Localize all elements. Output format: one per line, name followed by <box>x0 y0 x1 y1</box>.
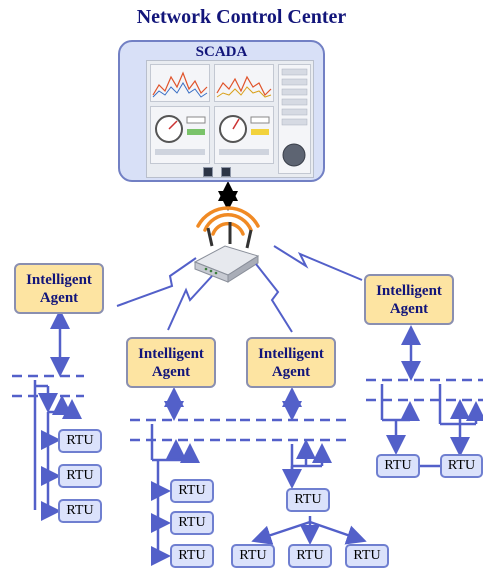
router-icon <box>193 222 260 283</box>
wifi-signal-icon <box>196 206 260 236</box>
branch-2-lines <box>130 387 240 566</box>
rtu-box: RTU <box>286 488 330 512</box>
rtu-box: RTU <box>58 429 102 453</box>
side-menu-panel <box>278 64 311 174</box>
rtu-box: RTU <box>170 511 214 535</box>
prev-control-icon <box>203 167 213 177</box>
rtu-box: RTU <box>170 479 214 503</box>
chart-thumbnail-icon <box>152 71 208 98</box>
rtu-box: RTU <box>58 464 102 488</box>
branch-3-lines <box>240 387 367 545</box>
branch-4-lines <box>366 325 483 468</box>
rtu-box: RTU <box>440 454 483 478</box>
rtu-box: RTU <box>170 544 214 568</box>
menu-buttons-icon <box>281 68 308 167</box>
next-control-icon <box>221 167 231 177</box>
gauge-icon <box>219 115 270 155</box>
scada-label: SCADA <box>195 44 248 60</box>
gauge-icon <box>155 115 206 155</box>
rtu-box: RTU <box>288 544 332 568</box>
branch-1-lines <box>12 309 84 521</box>
rtu-box: RTU <box>345 544 389 568</box>
chart-thumbnail-icon <box>216 75 272 98</box>
wireless-links <box>116 245 363 333</box>
scada-screen-image <box>146 60 314 178</box>
intelligent-agent-4: Intelligent Agent <box>364 274 454 325</box>
chart-panel <box>150 64 210 102</box>
rtu-box: RTU <box>58 499 102 523</box>
rtu-box: RTU <box>376 454 420 478</box>
gauge-panel <box>214 106 274 164</box>
intelligent-agent-1: Intelligent Agent <box>14 263 104 314</box>
gauge-panel <box>150 106 210 164</box>
rtu-box: RTU <box>231 544 275 568</box>
intelligent-agent-2: Intelligent Agent <box>126 337 216 388</box>
chart-panel <box>214 64 274 102</box>
diagram-title: Network Control Center <box>136 6 347 28</box>
intelligent-agent-3: Intelligent Agent <box>246 337 336 388</box>
